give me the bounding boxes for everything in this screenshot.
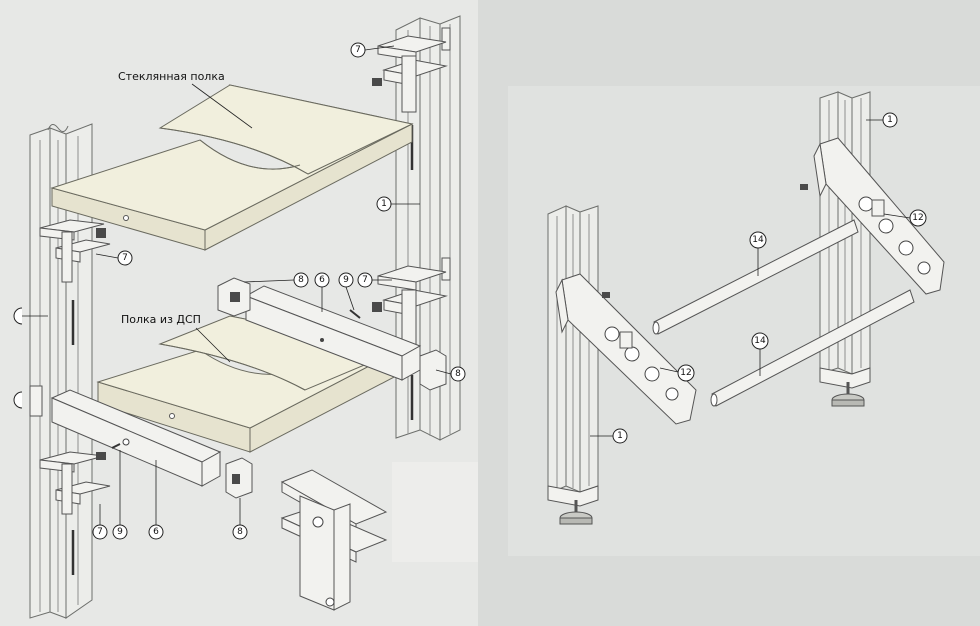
end-cap-upper (217, 277, 251, 317)
inset-panel (392, 462, 478, 562)
screw-right-left (602, 292, 610, 298)
screws (96, 78, 382, 460)
svg-text:12: 12 (912, 213, 923, 223)
callout-8-upper: 8 (243, 272, 309, 288)
callout-9-upper: 9 (338, 272, 355, 311)
bracket-arm-right (813, 137, 945, 295)
svg-text:6: 6 (153, 527, 159, 537)
rod-lower (710, 289, 915, 407)
callout-1-right-bottom: 1 (590, 428, 628, 444)
svg-text:1: 1 (887, 115, 893, 125)
rail-lower (50, 389, 222, 487)
svg-text:7: 7 (122, 253, 128, 263)
bracket-left-lower (29, 385, 111, 515)
bracket-arm-left (555, 273, 697, 425)
callout-7-left-upper: 7 (95, 250, 133, 266)
svg-text:9: 9 (117, 527, 123, 537)
callout-14-upper: 14 (749, 231, 767, 276)
glass-shelf (50, 84, 414, 251)
svg-text:14: 14 (752, 235, 764, 245)
screw-right-right (800, 184, 808, 190)
bracket-detail (280, 469, 388, 611)
callout-8-middle: 8 (435, 366, 466, 382)
callout-1-left-lower (13, 391, 23, 409)
svg-text:12: 12 (680, 368, 691, 378)
svg-text:6: 6 (319, 275, 325, 285)
svg-text:8: 8 (455, 369, 461, 379)
right-panel-post-right (819, 91, 871, 407)
callout-8-lower: 8 (232, 498, 248, 540)
svg-text:7: 7 (362, 275, 368, 285)
svg-text:9: 9 (343, 275, 349, 285)
callout-12-left: 12 (659, 364, 695, 382)
svg-text:7: 7 (97, 527, 103, 537)
callout-7-left-lower: 7 (92, 504, 108, 540)
callout-9-lower: 9 (112, 450, 128, 540)
callout-1-right-top: 1 (866, 112, 898, 128)
svg-text:14: 14 (754, 336, 766, 346)
callout-7-right-lower: 7 (357, 272, 392, 288)
right-panel-post-left (547, 205, 599, 525)
svg-text:8: 8 (237, 527, 243, 537)
svg-text:8: 8 (298, 275, 304, 285)
callout-1-middle: 1 (376, 196, 420, 212)
bracket-right-upper (372, 35, 448, 113)
end-cap-lower (225, 457, 253, 499)
callout-6-upper: 6 (314, 272, 330, 312)
callout-7-top: 7 (350, 42, 395, 58)
callout-6-lower: 6 (148, 460, 164, 540)
callout-1-left (13, 307, 48, 325)
svg-text:1: 1 (381, 199, 387, 209)
chipboard-shelf-label: Полка из ДСП (121, 313, 201, 326)
rod-upper (652, 219, 859, 335)
callout-14-lower: 14 (751, 332, 769, 376)
svg-text:7: 7 (355, 45, 361, 55)
glass-shelf-label: Стеклянная полка (118, 70, 225, 83)
end-cap-middle (419, 349, 447, 391)
svg-text:1: 1 (617, 431, 623, 441)
rail-upper (244, 285, 422, 381)
callout-12-right: 12 (883, 209, 927, 227)
